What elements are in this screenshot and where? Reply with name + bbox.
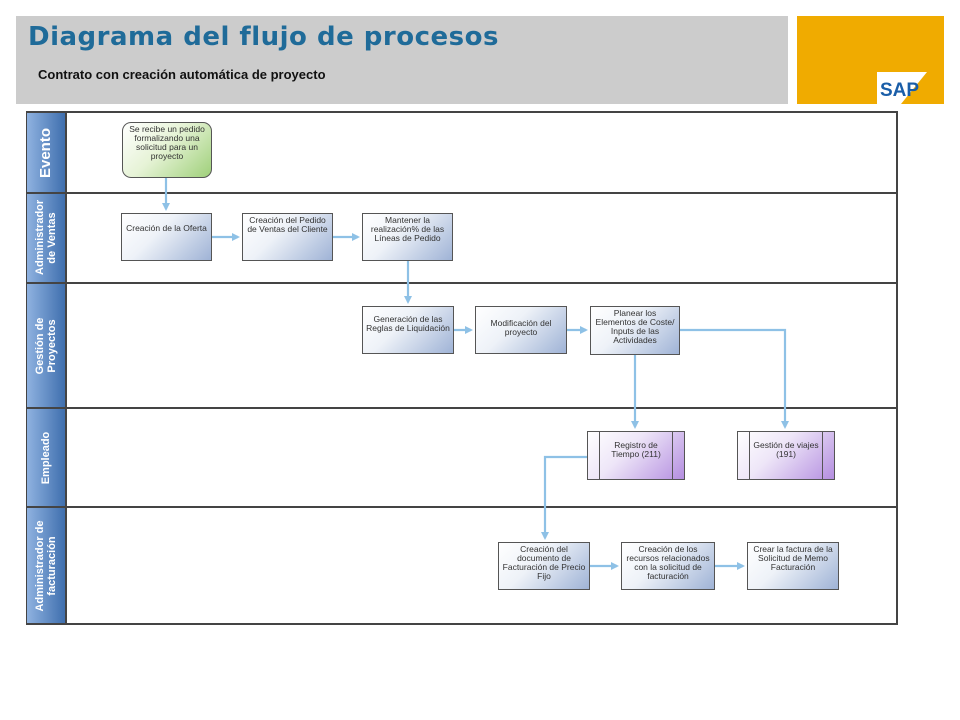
sap-logo-icon: SAP: [877, 72, 927, 104]
step-mantener[interactable]: Mantener la realización% de las Líneas d…: [362, 213, 453, 261]
subprocess-viajes-label: Gestión de viajes (191): [753, 440, 819, 459]
subprocess-registro-label: Registro de Tiempo (211): [611, 440, 661, 459]
step-modificacion-label: Modificación del proyecto: [490, 318, 552, 337]
lane-divider: [26, 282, 898, 284]
page-title: Diagrama del flujo de procesos: [28, 22, 499, 52]
step-reglas[interactable]: Generación de las Reglas de Liquidación: [362, 306, 454, 354]
step-oferta-label: Creación de la Oferta: [126, 223, 207, 233]
connector-arrow: [541, 455, 587, 540]
subprocess-registro[interactable]: Registro de Tiempo (211): [587, 431, 685, 480]
step-recursos[interactable]: Creación de los recursos relacionados co…: [621, 542, 715, 590]
connector-arrow: [680, 328, 789, 429]
lane-label-administrador-ventas: Administrador de Ventas: [27, 194, 67, 282]
step-pedido[interactable]: Creación del Pedido de Ventas del Client…: [242, 213, 333, 261]
brand-banner: [797, 16, 944, 104]
header-banner: Diagrama del flujo de procesos Contrato …: [16, 16, 788, 104]
step-factura[interactable]: Crear la factura de la Solicitud de Memo…: [747, 542, 839, 590]
step-planear-label: Planear los Elementos de Coste/ Inputs d…: [595, 308, 675, 345]
svg-text:SAP: SAP: [880, 80, 919, 101]
subprocess-viajes[interactable]: Gestión de viajes (191): [737, 431, 835, 480]
lane-label-evento: Evento: [27, 113, 67, 192]
lane-divider: [26, 407, 898, 409]
step-documento-label: Creación del documento de Facturación de…: [502, 544, 586, 581]
step-recursos-label: Creación de los recursos relacionados co…: [626, 544, 710, 581]
event-box[interactable]: Se recibe un pedido formalizando una sol…: [122, 122, 212, 178]
step-oferta[interactable]: Creación de la Oferta: [121, 213, 212, 261]
step-documento[interactable]: Creación del documento de Facturación de…: [498, 542, 590, 590]
step-reglas-label: Generación de las Reglas de Liquidación: [366, 314, 450, 333]
step-modificacion[interactable]: Modificación del proyecto: [475, 306, 567, 354]
event-box-label: Se recibe un pedido formalizando una sol…: [129, 124, 205, 161]
lane-divider: [26, 506, 898, 508]
step-pedido-label: Creación del Pedido de Ventas del Client…: [247, 215, 328, 234]
lane-divider: [26, 192, 898, 194]
lane-label-empleado: Empleado: [27, 409, 67, 506]
step-planear[interactable]: Planear los Elementos de Coste/ Inputs d…: [590, 306, 680, 355]
lane-label-gestion-proyectos: Gestión de Proyectos: [27, 284, 67, 407]
step-factura-label: Crear la factura de la Solicitud de Memo…: [753, 544, 833, 572]
step-mantener-label: Mantener la realización% de las Líneas d…: [370, 215, 445, 243]
page-subtitle: Contrato con creación automática de proy…: [38, 67, 326, 82]
lane-label-administrador-facturacion: Administrador de facturación: [27, 508, 67, 623]
